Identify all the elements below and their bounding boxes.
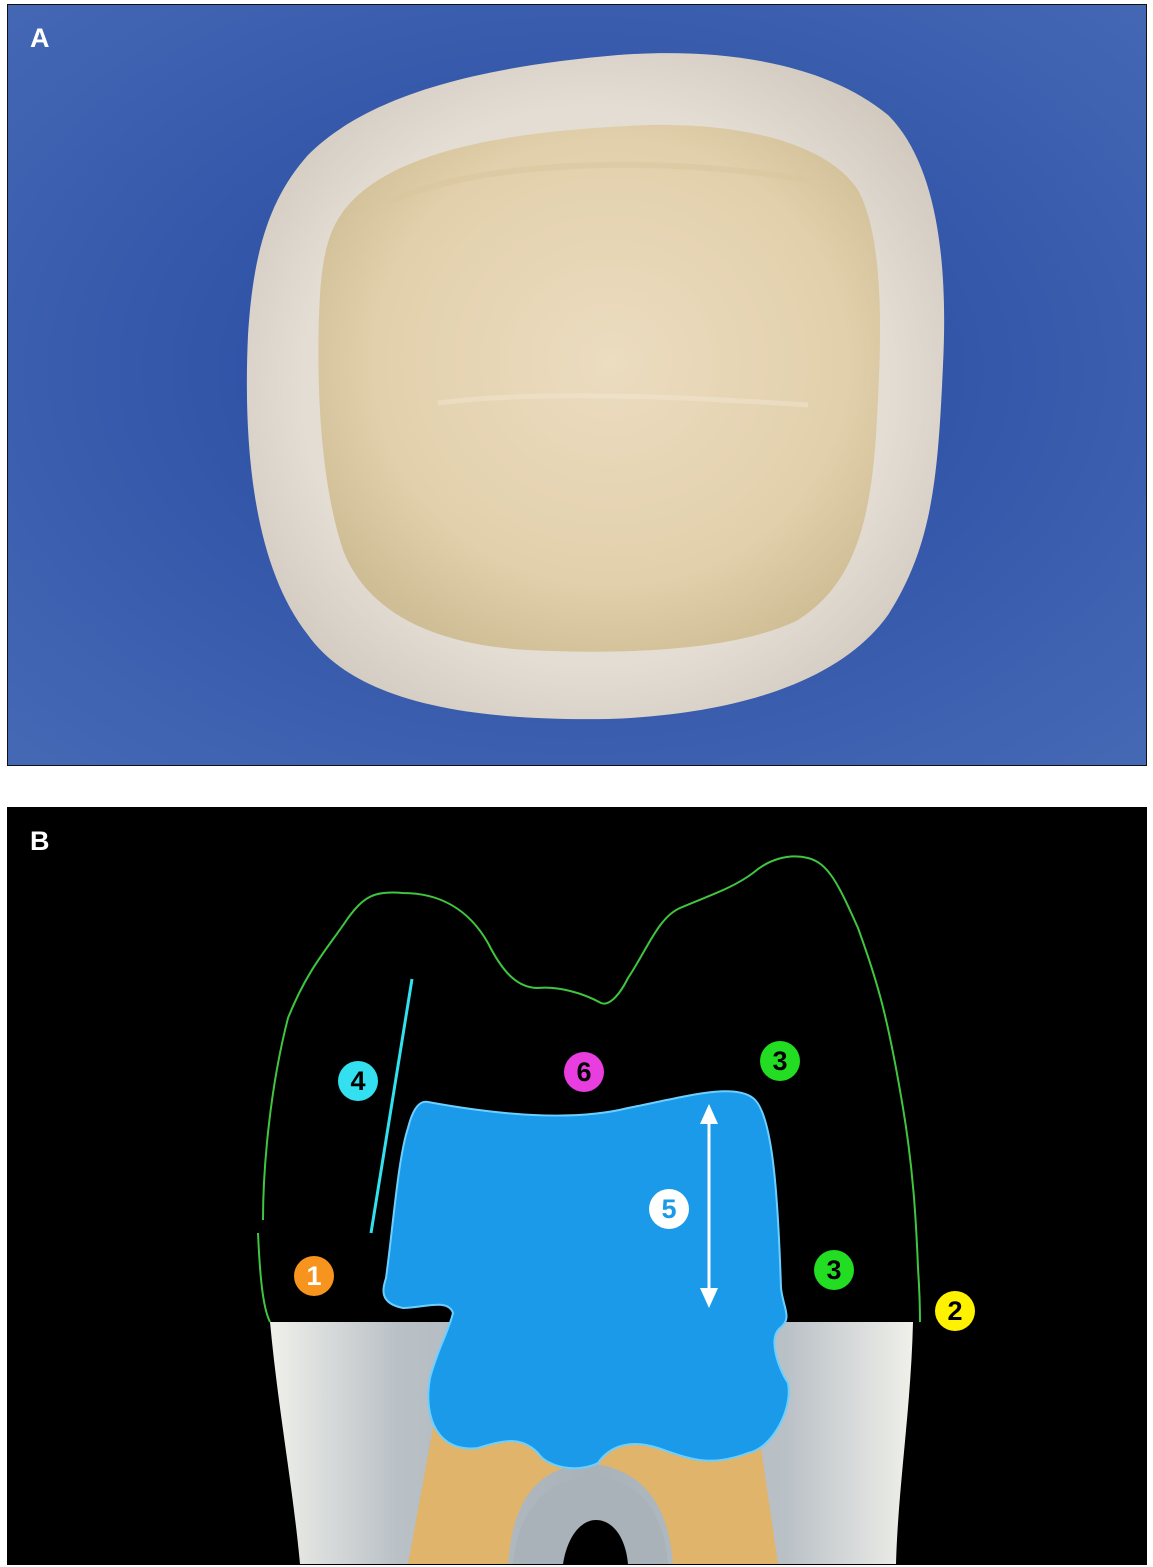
panel-a-label: A bbox=[30, 23, 50, 54]
marker-4: 4 bbox=[338, 1061, 378, 1101]
cross-section-diagram bbox=[8, 808, 1146, 1564]
cast-inner-cavity bbox=[318, 125, 880, 652]
marker-3-upper: 3 bbox=[760, 1041, 800, 1081]
marker-3-lower: 3 bbox=[814, 1250, 854, 1290]
marker-1: 1 bbox=[294, 1256, 334, 1296]
restoration-core bbox=[383, 1091, 788, 1468]
marker-5: 5 bbox=[649, 1189, 689, 1229]
panel-a-photo: A bbox=[7, 4, 1147, 766]
marker-2: 2 bbox=[935, 1291, 975, 1331]
restoration-photo bbox=[8, 5, 1146, 765]
panel-b-label: B bbox=[30, 826, 50, 857]
panel-b-diagram: B 1 2 3 3 4 5 6 bbox=[7, 807, 1147, 1565]
marker-6: 6 bbox=[564, 1052, 604, 1092]
